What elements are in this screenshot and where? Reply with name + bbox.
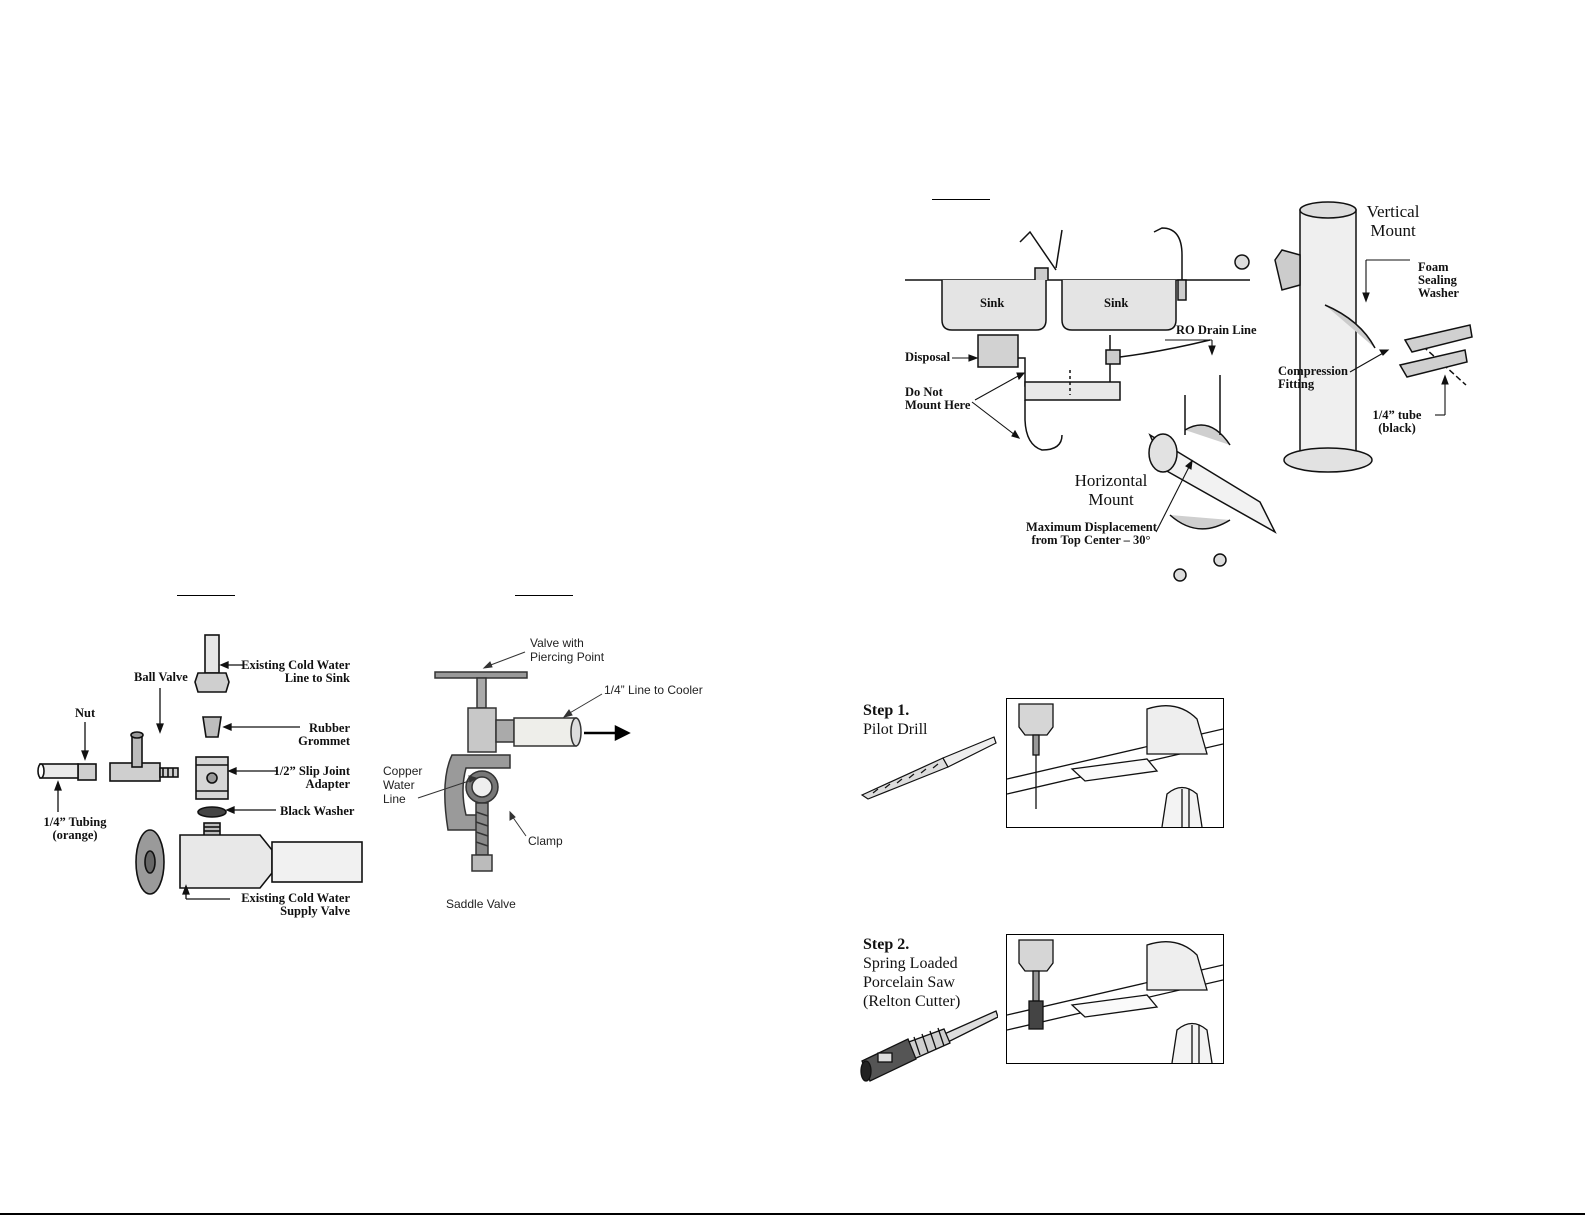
label-max-displacement: Maximum Displacement from Top Center – 3… (1026, 520, 1157, 547)
step-2-title: Step 2. (863, 936, 910, 953)
label-tubing: 1/4” Tubing (orange) (43, 815, 107, 842)
relton-cutter-drawing (860, 1010, 998, 1082)
label-vertical-mount: Vertical Mount (1366, 202, 1420, 240)
label-copper-water-line: Copper Water Line (383, 764, 423, 806)
step-1-drawing (1007, 703, 1223, 827)
label-do-not-mount: Do Not Mount Here (905, 385, 971, 412)
relton-cutter-image (858, 1003, 998, 1083)
label-rubber-grommet: Rubber Grommet (298, 721, 350, 748)
page-bottom-rule (0, 1213, 1585, 1215)
step-2-desc: Spring Loaded Porcelain Saw (Relton Cutt… (863, 955, 961, 1010)
label-foam-washer: Foam Sealing Washer (1418, 260, 1459, 300)
label-supply-valve: Existing Cold Water Supply Valve (241, 891, 350, 918)
figure-underline-ball (177, 595, 235, 596)
label-slip-joint-adapter: 1/2” Slip Joint Adapter (273, 764, 350, 791)
saddle-valve-diagram: Valve with Piercing Point 1/4” Line to C… (380, 630, 720, 920)
step-2-drawing (1007, 939, 1223, 1063)
label-tube-black: 1/4” tube (black) (1372, 408, 1422, 435)
drill-bit-drawing (860, 736, 997, 800)
step-1-illustration (1006, 698, 1224, 828)
label-ball-valve: Ball Valve (134, 670, 188, 684)
label-disposal: Disposal (905, 350, 951, 364)
label-sink-right: Sink (1104, 296, 1129, 310)
figure-underline-drain (932, 199, 990, 200)
label-sink-left: Sink (980, 296, 1005, 310)
drain-saddle-drawing (905, 201, 1473, 582)
label-horizontal-mount: Horizontal Mount (1074, 471, 1148, 509)
step-2-illustration (1006, 934, 1224, 1064)
ball-valve-diagram: Existing Cold Water Line to Sink Ball Va… (30, 620, 370, 920)
label-black-washer: Black Washer (280, 804, 355, 818)
pilot-drill-bit-image (858, 733, 998, 801)
label-clamp: Clamp (528, 834, 563, 848)
label-nut: Nut (75, 706, 96, 720)
step-1-title: Step 1. (863, 702, 910, 719)
label-valve-piercing: Valve with Piercing Point (530, 636, 605, 664)
label-compression-fitting: Compression Fitting (1278, 364, 1348, 391)
step-1-desc: Pilot Drill (863, 721, 928, 738)
label-saddle-valve: Saddle Valve (446, 897, 516, 911)
saddle-valve-drawing (417, 651, 631, 872)
label-existing-cold-water-line: Existing Cold Water Line to Sink (241, 658, 350, 685)
label-line-to-cooler: 1/4” Line to Cooler (604, 683, 703, 697)
ball-valve-drawing (37, 634, 363, 900)
label-ro-drain-line: RO Drain Line (1176, 323, 1257, 337)
figure-underline-saddle (515, 595, 573, 596)
drain-saddle-diagram: Sink Sink RO Drain Line Disposal Do Not … (880, 180, 1500, 600)
